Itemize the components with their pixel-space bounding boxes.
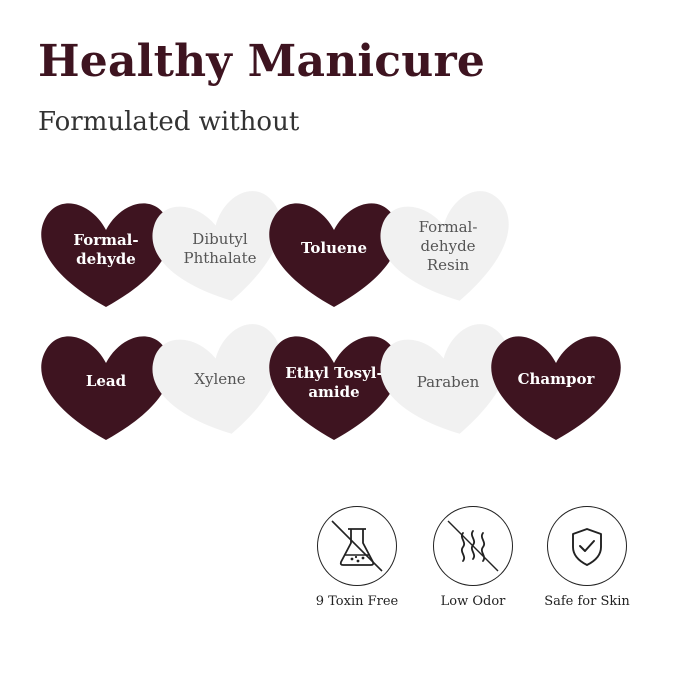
heart-champor: Champor <box>486 328 626 440</box>
heart-shape <box>41 203 171 307</box>
heart-paraben: Paraben <box>378 323 518 435</box>
heart-lead: Lead <box>36 328 176 440</box>
crossed-odor-waves-icon <box>447 520 499 572</box>
heart-shape <box>152 324 281 434</box>
page-subtitle: Formulated without <box>38 107 300 137</box>
feature-low-odor: Low Odor <box>418 506 528 616</box>
feature-toxin-free: 9 Toxin Free <box>302 506 412 616</box>
heart-label: Formal- dehyde <box>73 231 139 268</box>
heart-shape <box>269 203 399 307</box>
heart-shape <box>269 336 399 440</box>
heart-formaldehyde-resin: Formal- dehyde Resin <box>378 190 518 302</box>
heart-label: Xylene <box>194 370 246 388</box>
heart-label: Champor <box>517 370 595 388</box>
heart-label: Ethyl Tosyl- amide <box>285 364 383 401</box>
heart-toluene: Toluene <box>264 195 404 307</box>
heart-label: Toluene <box>300 239 368 257</box>
heart-xylene: Xylene <box>150 323 290 435</box>
heart-label: Lead <box>85 372 127 390</box>
feature-circle <box>547 506 627 586</box>
page-title: Healthy Manicure <box>38 36 486 87</box>
heart-formaldehyde: Formal- dehyde <box>36 195 176 307</box>
feature-circle <box>433 506 513 586</box>
heart-shape <box>152 191 281 301</box>
feature-label: Low Odor <box>440 594 506 609</box>
heart-shape <box>41 336 171 440</box>
feature-label: 9 Toxin Free <box>315 594 399 609</box>
shield-check-icon <box>572 528 602 566</box>
heart-label: Dibutyl Phthalate <box>183 230 257 267</box>
heart-ethyl-tosylamide: Ethyl Tosyl- amide <box>264 328 404 440</box>
feature-circle <box>317 506 397 586</box>
heart-shape <box>380 191 509 301</box>
feature-safe-for-skin: Safe for Skin <box>532 506 642 616</box>
heart-shape <box>380 324 509 434</box>
heart-shape <box>491 336 621 440</box>
feature-label: Safe for Skin <box>544 594 630 609</box>
heart-label: Formal- dehyde Resin <box>418 218 478 274</box>
heart-label: Paraben <box>416 373 480 391</box>
crossed-flask-icon <box>331 520 383 572</box>
heart-dibutyl-phthalate: Dibutyl Phthalate <box>150 190 290 302</box>
